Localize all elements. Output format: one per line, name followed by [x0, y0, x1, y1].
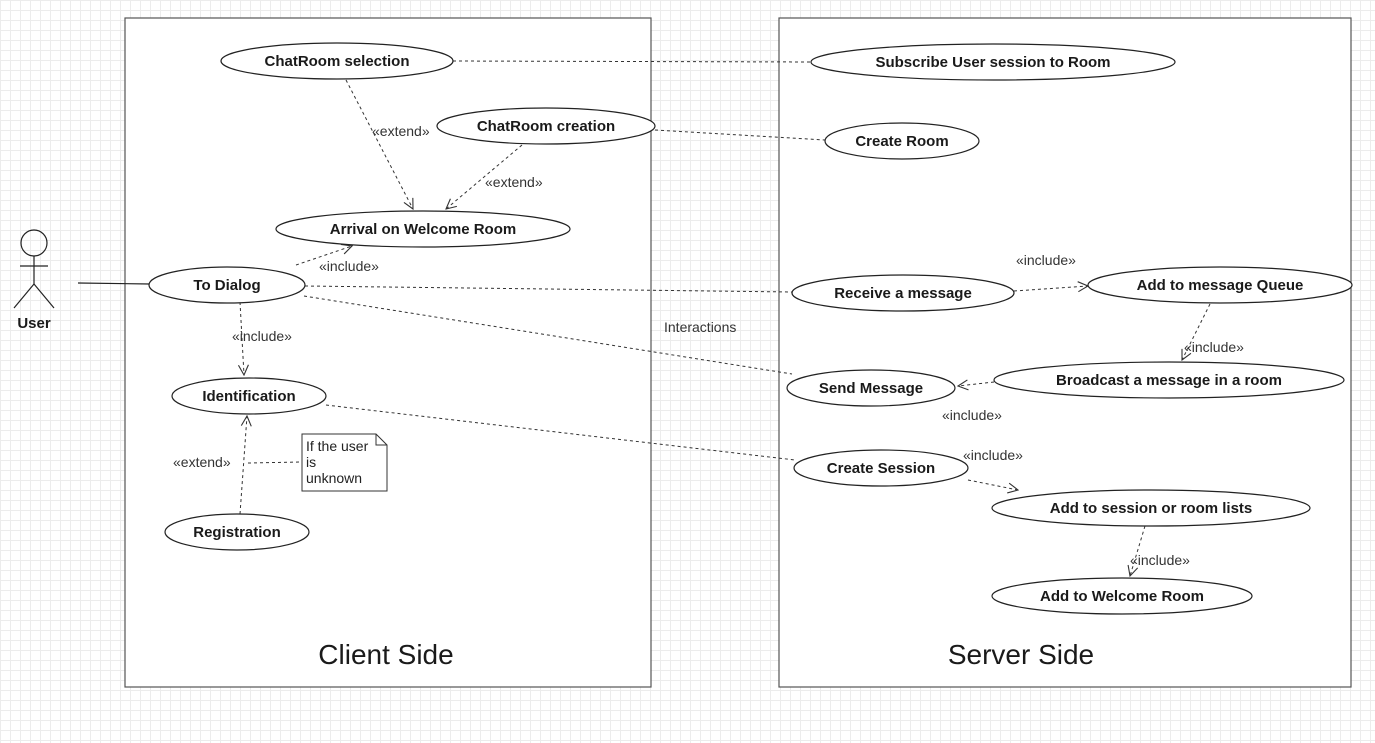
svg-text:Send Message: Send Message — [819, 380, 923, 397]
include-dialog-identification — [240, 301, 244, 375]
note-line-2: is — [306, 454, 316, 470]
svg-text:Create Session: Create Session — [827, 460, 935, 477]
usecase-arrival-welcome-room[interactable]: Arrival on Welcome Room — [275, 210, 571, 248]
include-receive-queue — [1013, 286, 1088, 291]
label-extend-creation: «extend» — [485, 174, 543, 190]
svg-text:Arrival on Welcome Room: Arrival on Welcome Room — [330, 221, 516, 238]
svg-text:Add to session or room lists: Add to session or room lists — [1050, 500, 1253, 517]
svg-text:ChatRoom creation: ChatRoom creation — [477, 118, 615, 135]
include-queue-broadcast — [1182, 303, 1211, 360]
usecase-receive-message[interactable]: Receive a message — [791, 274, 1015, 312]
include-dialog-arrival — [295, 246, 352, 266]
link-identification-create-session — [325, 404, 796, 461]
include-session-lists — [967, 479, 1018, 490]
svg-text:To Dialog: To Dialog — [193, 277, 260, 294]
server-side-title: Server Side — [948, 639, 1094, 670]
label-extend-registration: «extend» — [173, 454, 231, 470]
extend-registration-identification — [239, 416, 247, 515]
label-include-broadcast-send: «include» — [942, 407, 1002, 423]
label-interactions: Interactions — [664, 319, 736, 335]
association-user-dialog — [77, 282, 151, 285]
svg-text:Add to message Queue: Add to message Queue — [1137, 277, 1304, 294]
include-broadcast-send — [958, 382, 995, 386]
user-actor-label: User — [17, 315, 51, 332]
usecase-send-message[interactable]: Send Message — [786, 369, 956, 407]
include-lists-welcome — [1130, 525, 1146, 576]
usecase-broadcast-message[interactable]: Broadcast a message in a room — [993, 361, 1345, 399]
usecase-identification[interactable]: Identification — [171, 377, 327, 415]
svg-text:ChatRoom selection: ChatRoom selection — [264, 53, 409, 70]
usecase-to-dialog[interactable]: To Dialog — [148, 266, 306, 304]
label-extend-selection: «extend» — [372, 123, 430, 139]
usecase-add-to-welcome-room[interactable]: Add to Welcome Room — [991, 577, 1253, 615]
user-actor-icon — [13, 229, 55, 309]
usecase-create-session[interactable]: Create Session — [793, 449, 969, 487]
usecase-registration[interactable]: Registration — [164, 513, 310, 551]
label-include-queue-broadcast: «include» — [1184, 339, 1244, 355]
usecase-subscribe-user-session[interactable]: Subscribe User session to Room — [810, 43, 1176, 81]
usecase-add-to-queue[interactable]: Add to message Queue — [1087, 266, 1353, 304]
svg-text:Add to Welcome Room: Add to Welcome Room — [1040, 588, 1204, 605]
usecase-chatroom-creation[interactable]: ChatRoom creation — [436, 107, 656, 145]
usecase-add-to-lists[interactable]: Add to session or room lists — [991, 489, 1311, 527]
label-include-dialog-identification: «include» — [232, 328, 292, 344]
svg-text:Subscribe User session to Room: Subscribe User session to Room — [875, 54, 1110, 71]
label-include-dialog-arrival: «include» — [319, 258, 379, 274]
note-unknown-user: If the user is unknown — [301, 433, 388, 492]
usecase-create-room[interactable]: Create Room — [824, 122, 980, 160]
link-dialog-send — [303, 295, 793, 375]
note-line-3: unknown — [306, 470, 362, 486]
label-include-receive-queue: «include» — [1016, 252, 1076, 268]
label-include-lists-welcome: «include» — [1130, 552, 1190, 568]
usecase-chatroom-selection[interactable]: ChatRoom selection — [220, 42, 454, 80]
extend-selection-arrival — [345, 79, 413, 209]
svg-text:Registration: Registration — [193, 524, 281, 541]
svg-text:Create Room: Create Room — [855, 133, 948, 150]
svg-text:Receive a message: Receive a message — [834, 285, 972, 302]
svg-text:Broadcast a message in a room: Broadcast a message in a room — [1056, 372, 1282, 389]
client-side-title: Client Side — [318, 639, 453, 670]
link-creation-create-room — [654, 129, 826, 141]
note-line-1: If the user — [306, 438, 369, 454]
label-include-session-lists: «include» — [963, 447, 1023, 463]
svg-text:Identification: Identification — [202, 388, 295, 405]
extend-creation-arrival — [446, 144, 523, 209]
